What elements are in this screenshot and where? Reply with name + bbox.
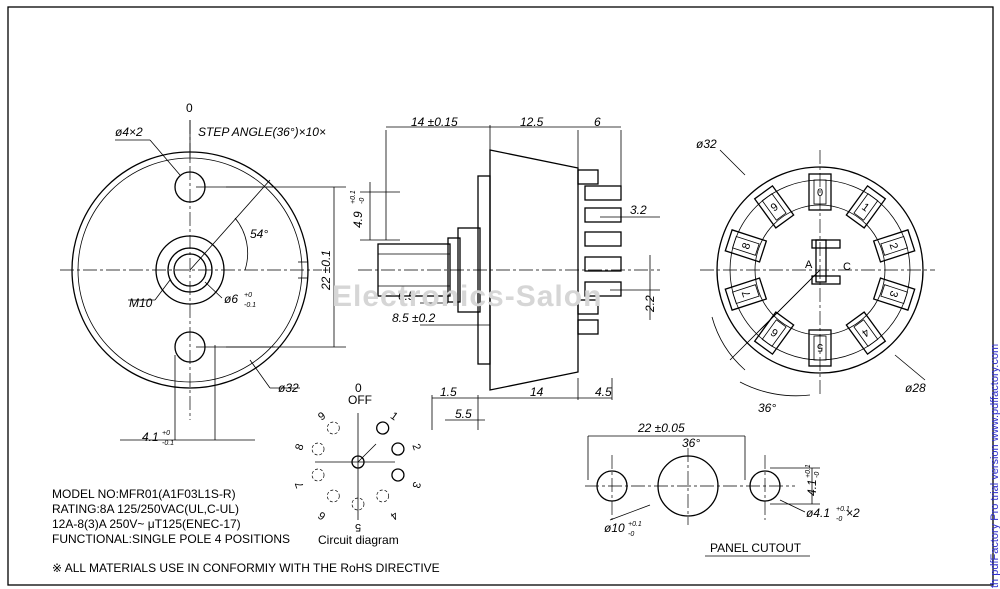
front-offset-tol-bottom: -0.1 bbox=[162, 440, 174, 447]
circuit-top-zero: 0 bbox=[355, 381, 362, 395]
circuit-position-label: 4 bbox=[388, 509, 400, 522]
circuit-contact-6 bbox=[326, 489, 340, 503]
rear-angle-b: 36° bbox=[758, 401, 776, 415]
side-dim-4-9: 4.9 bbox=[351, 211, 365, 228]
rear-terminal-label: 0 bbox=[817, 187, 823, 199]
circuit-position-label: 6 bbox=[316, 509, 328, 522]
rear-inner-dia: ø28 bbox=[905, 381, 926, 395]
circuit-contact-1 bbox=[376, 421, 390, 435]
front-view: 0 ø4×2 STEP ANGLE(36°)×10× 54° 22 ±0.1 M… bbox=[60, 101, 346, 447]
rear-terminal-label: 3 bbox=[887, 289, 900, 299]
rear-terminal-label: 8 bbox=[740, 241, 753, 251]
rear-terminal-label: 2 bbox=[887, 241, 900, 251]
front-shaft-dim: ø6 bbox=[224, 292, 238, 306]
side-dim-14: 14 ±0.15 bbox=[411, 115, 458, 129]
cutout-holes-tol-top: +0.1 bbox=[836, 506, 850, 513]
circuit-contact-9 bbox=[326, 421, 340, 435]
cutout-big-dim: ø10 bbox=[604, 521, 625, 535]
circuit-contact-4 bbox=[376, 489, 390, 503]
front-thread-label: M10 bbox=[129, 296, 153, 310]
cutout-big-tol-bottom: -0 bbox=[628, 531, 634, 538]
cutout-small-dim: 4.1 bbox=[805, 479, 819, 496]
cutout-holes-qty: ×2 bbox=[846, 506, 860, 520]
rear-terminal-label: 7 bbox=[740, 289, 753, 299]
side-dim-1-5: 1.5 bbox=[440, 385, 457, 399]
circuit-contact-5 bbox=[351, 497, 365, 511]
rear-terminal-0: 0 bbox=[808, 173, 832, 211]
cutout-caption: PANEL CUTOUT bbox=[710, 541, 802, 555]
note-model: MODEL NO:MFR01(A1F03L1S-R) bbox=[52, 487, 236, 501]
note-rating2: 12A-8(3)A 250V~ μT125(ENEC-17) bbox=[52, 517, 241, 531]
side-dim-12-5: 12.5 bbox=[520, 115, 544, 129]
circuit-diagram: 1 2 3 4 5 6 7 8 9 0 OFF Circuit diagram bbox=[293, 381, 422, 547]
side-dim-4-5: 4.5 bbox=[595, 385, 612, 399]
side-dim-14-bottom: 14 bbox=[530, 385, 544, 399]
circuit-off: OFF bbox=[348, 393, 372, 407]
rear-terminal-label: 5 bbox=[817, 341, 823, 353]
drawing-border bbox=[7, 6, 994, 586]
circuit-contact-2 bbox=[391, 442, 405, 456]
side-dim-2-2: 2.2 bbox=[643, 295, 657, 313]
spec-notes: MODEL NO:MFR01(A1F03L1S-R) RATING:8A 125… bbox=[52, 487, 440, 575]
front-step-angle: STEP ANGLE(36°)×10× bbox=[198, 125, 326, 139]
circuit-position-label: 7 bbox=[293, 480, 306, 490]
circuit-contact-8 bbox=[311, 442, 325, 456]
cutout-small-tol-top: +0.1 bbox=[805, 464, 812, 478]
rear-terminal-7: 7 bbox=[724, 277, 768, 311]
cutout-big-tol-top: +0.1 bbox=[628, 521, 642, 528]
side-dim-6-5: 6.5 bbox=[398, 289, 415, 303]
rear-terminal-8: 8 bbox=[724, 229, 768, 263]
rear-center-a: A bbox=[805, 259, 813, 271]
note-rating: RATING:8A 125/250VAC(UL,C-UL) bbox=[52, 502, 239, 516]
circuit-position-label: 9 bbox=[316, 410, 328, 423]
watermark-text: Electronics-Salon bbox=[332, 280, 602, 313]
note-functional: FUNCTIONAL:SINGLE POLE 4 POSITIONS bbox=[52, 532, 290, 546]
side-dim-4-9-tol-top: +0.1 bbox=[350, 190, 357, 204]
circuit-position-label: 2 bbox=[409, 442, 422, 452]
cutout-span-dim: 22 ±0.05 bbox=[637, 421, 685, 435]
front-angle-label: 54° bbox=[250, 227, 268, 241]
note-rohs: ※ ALL MATERIALS USE IN CONFORMIY WITH TH… bbox=[52, 561, 440, 575]
rear-terminal-2: 2 bbox=[872, 229, 916, 263]
circuit-position-label: 1 bbox=[388, 410, 400, 423]
rear-terminal-5: 5 bbox=[808, 329, 832, 367]
circuit-position-label: 5 bbox=[355, 521, 361, 533]
front-height-dim: 22 ±0.1 bbox=[319, 250, 333, 291]
rear-angle-a: 36° bbox=[682, 436, 700, 450]
rear-terminal-3: 3 bbox=[872, 277, 916, 311]
side-dim-4-9-tol-bottom: -0 bbox=[359, 198, 366, 204]
circuit-contact-3 bbox=[391, 468, 405, 482]
side-dim-3-2: 3.2 bbox=[630, 203, 647, 217]
circuit-position-label: 3 bbox=[409, 480, 422, 490]
front-hole-dim: ø4×2 bbox=[115, 125, 143, 139]
front-outer-dia: ø32 bbox=[278, 381, 299, 395]
front-offset-dim: 4.1 bbox=[142, 430, 159, 444]
front-zero-label: 0 bbox=[186, 101, 193, 115]
cutout-holes-tol-bottom: -0 bbox=[836, 516, 842, 523]
circuit-caption: Circuit diagram bbox=[318, 533, 399, 547]
side-view: 14 ±0.15 12.5 6 4.9 +0.1 -0 3.2 6.5 8.5 … bbox=[350, 115, 660, 430]
side-dim-5-5: 5.5 bbox=[455, 407, 472, 421]
front-shaft-tol-top: +0 bbox=[244, 292, 252, 299]
circuit-position-label: 8 bbox=[293, 442, 306, 452]
side-dim-8-5: 8.5 ±0.2 bbox=[392, 311, 436, 325]
front-shaft-tol-bottom: -0.1 bbox=[244, 302, 256, 309]
cutout-small-tol-bottom: -0 bbox=[814, 472, 821, 478]
pdf-side-text: th pdfFactory Pro trial version www.pdff… bbox=[989, 344, 1000, 588]
rear-center-c: C bbox=[843, 261, 851, 273]
cutout-holes-dim: ø4.1 bbox=[806, 506, 830, 520]
rear-outer-dia: ø32 bbox=[696, 137, 717, 151]
panel-cutout: 22 ±0.05 4.1 +0.1 -0 ø10 +0.1 -0 ø4.1 +0… bbox=[585, 421, 860, 557]
side-dim-6: 6 bbox=[594, 115, 601, 129]
front-offset-tol-top: +0 bbox=[162, 430, 170, 437]
circuit-contact-7 bbox=[311, 468, 325, 482]
